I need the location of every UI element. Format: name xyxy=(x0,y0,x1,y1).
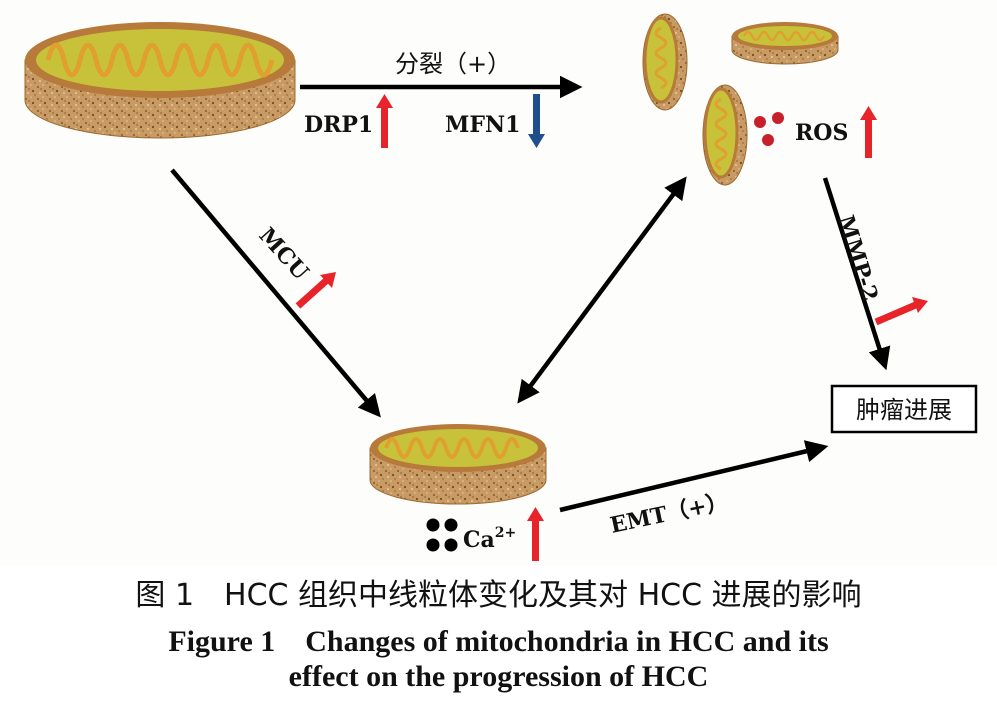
mfn1-label: MFN1 xyxy=(445,112,520,138)
mcu-arrow xyxy=(170,168,381,418)
fission-label: 分裂（+） xyxy=(395,50,511,78)
caption-english-line2: effect on the progression of HCC xyxy=(288,660,709,693)
diagram-panel: 分裂（+） DRP1 MFN1 ROS MCU MMP-2 EMT（+） Ca2… xyxy=(24,13,978,561)
calcium-dots xyxy=(426,518,458,552)
mfn1-down-arrow xyxy=(528,94,545,148)
mitochondria-diagram: 分裂（+） DRP1 MFN1 ROS MCU MMP-2 EMT（+） Ca2… xyxy=(24,13,978,561)
mmp2-arrow xyxy=(822,177,891,371)
drp1-up-arrow xyxy=(376,94,393,148)
calcium-label: Ca2+ xyxy=(463,525,516,553)
mitochondrion-fragment-3 xyxy=(702,84,748,186)
caption-english-line1: Figure 1 Changes of mitochondria in HCC … xyxy=(168,625,829,658)
mmp2-label: MMP-2 xyxy=(832,212,883,304)
caption-chinese: 图 1 HCC 组织中线粒体变化及其对 HCC 进展的影响 xyxy=(135,578,862,613)
ca-up-arrow xyxy=(527,507,544,561)
ros-label: ROS xyxy=(795,120,848,146)
ros-up-arrow xyxy=(860,106,877,158)
mitochondrion-fragment-1 xyxy=(642,13,688,111)
tumor-progression-box: 肿瘤进展 xyxy=(830,384,978,434)
mmp2-up-arrow xyxy=(874,297,928,326)
mitochondrion-fragment-2 xyxy=(731,22,839,65)
bidirectional-arrow xyxy=(517,176,687,404)
mitochondrion-calcium xyxy=(369,424,547,505)
calcium-superscript: 2+ xyxy=(495,525,516,541)
emt-arrow xyxy=(559,440,829,513)
mitochondrion-large xyxy=(24,22,296,139)
tumor-progression-label: 肿瘤进展 xyxy=(856,396,952,424)
ros-dots xyxy=(754,112,784,146)
calcium-base: Ca xyxy=(463,527,495,553)
drp1-label: DRP1 xyxy=(304,112,373,138)
mcu-up-arrow xyxy=(295,272,336,309)
